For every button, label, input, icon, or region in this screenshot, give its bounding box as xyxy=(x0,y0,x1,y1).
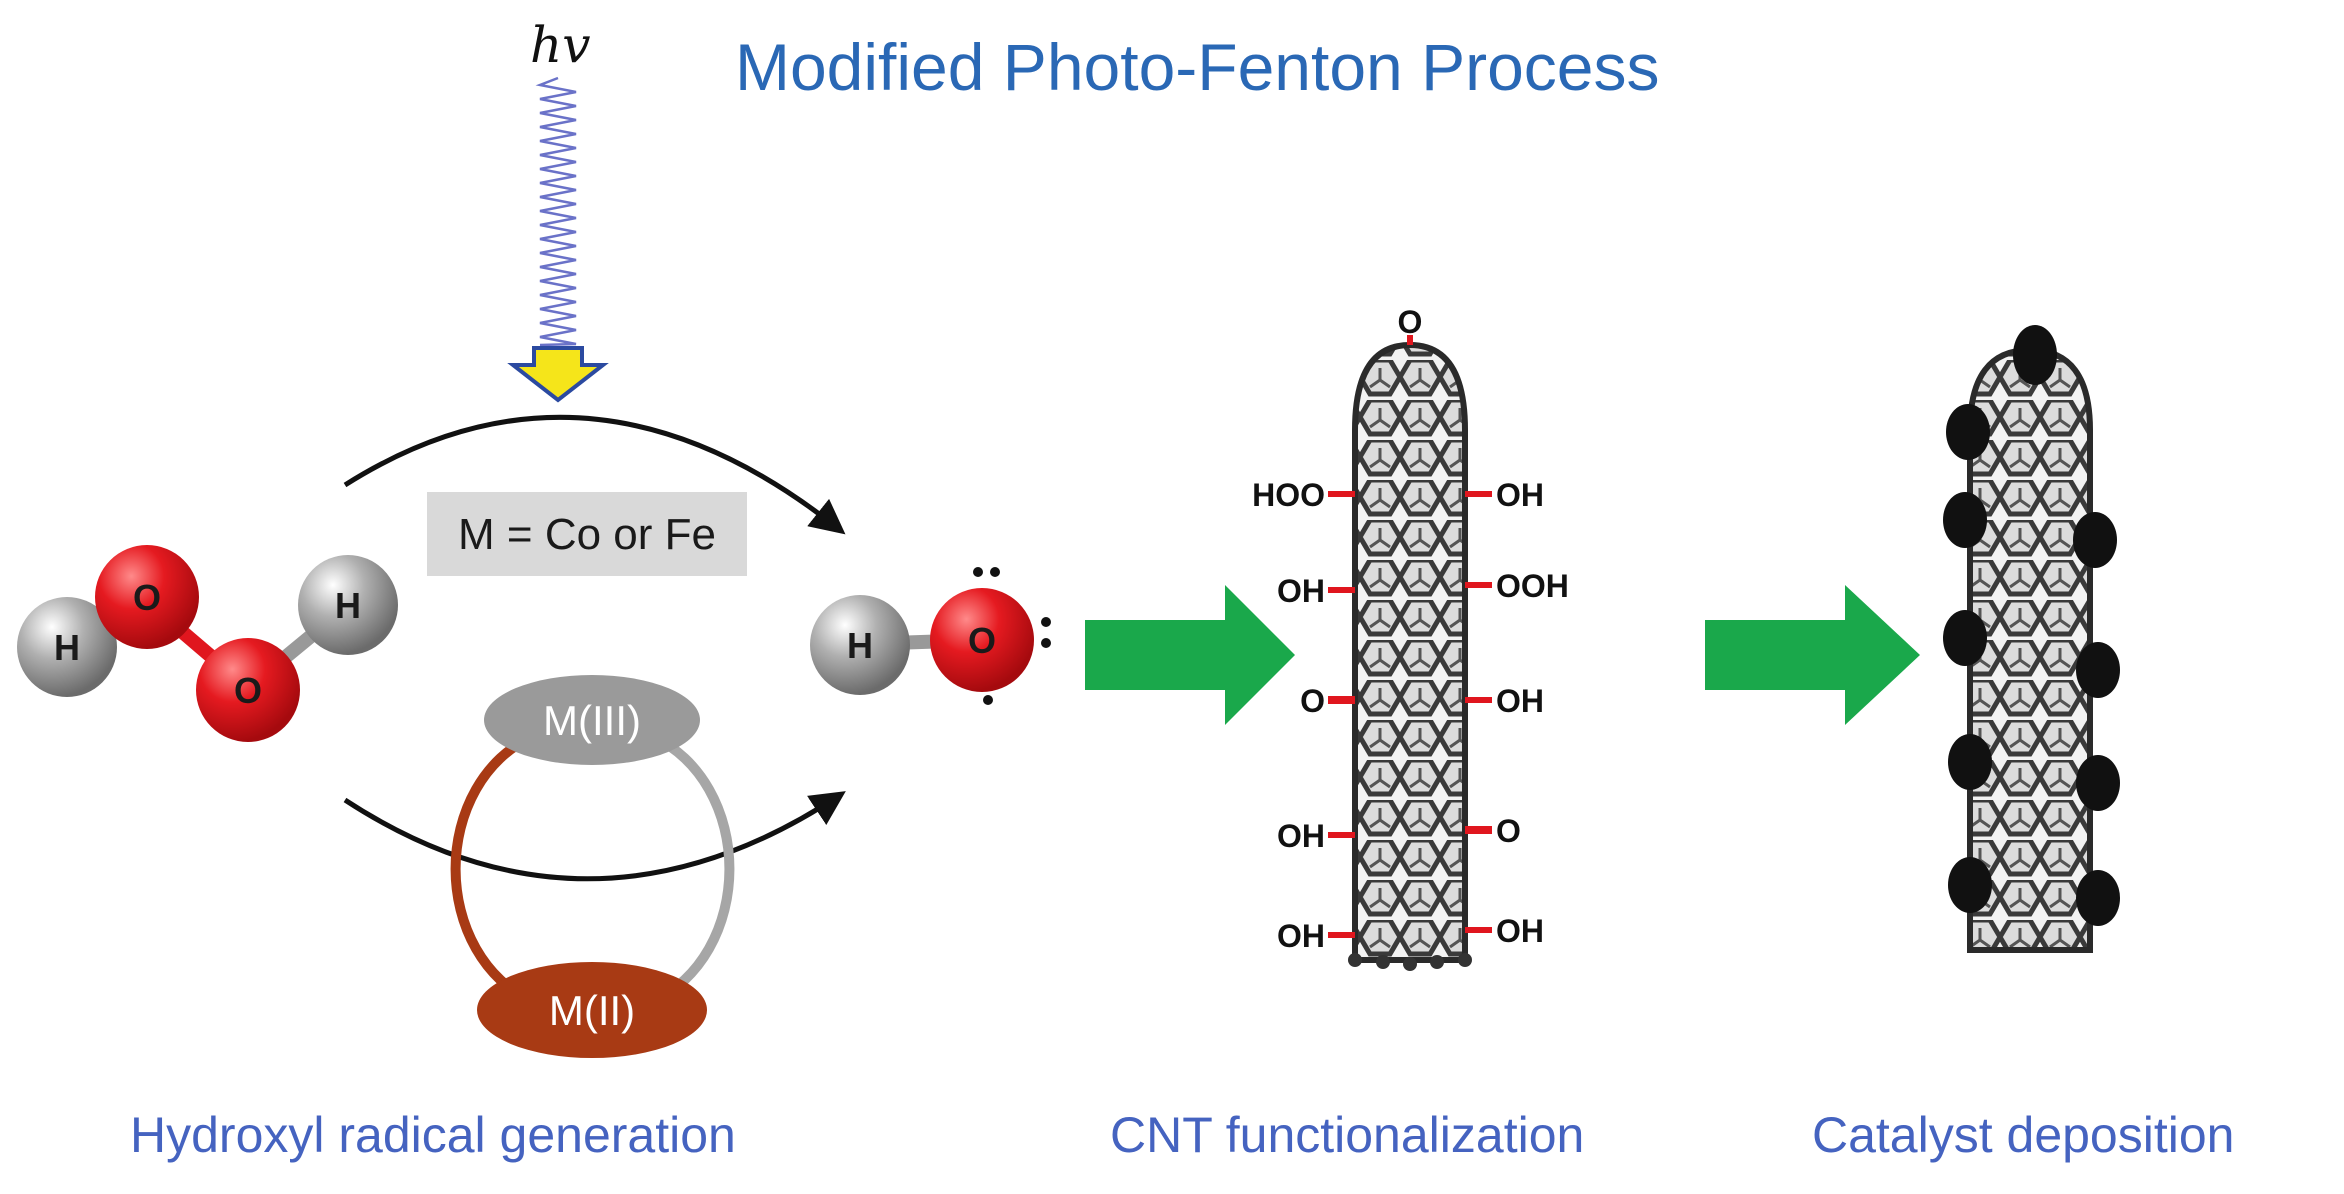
cnt-group-left-2: OH xyxy=(1277,573,1325,609)
caption-step-1: Hydroxyl radical generation xyxy=(130,1107,736,1163)
cnt-group-right-4: O xyxy=(1496,813,1521,849)
catalyst-particle xyxy=(1948,857,1992,913)
light-wave xyxy=(535,76,577,347)
oh-label-h: H xyxy=(847,625,873,666)
m2-ellipse xyxy=(477,962,707,1058)
catalyst-particle xyxy=(2013,325,2057,385)
caption-step-3: Catalyst deposition xyxy=(1812,1107,2234,1163)
process-arrow-2-icon xyxy=(1705,585,1920,725)
process-arrow-1-icon xyxy=(1085,585,1295,725)
cnt-group-right-3: OH xyxy=(1496,683,1544,719)
caption-step-2: CNT functionalization xyxy=(1110,1107,1584,1163)
functionalized-cnt: O HOO OH O OH OH OH OOH OH O OH xyxy=(1252,304,1569,971)
cnt-group-right-2: OOH xyxy=(1496,568,1569,604)
catalyst-particle xyxy=(1946,404,1990,460)
upper-reaction-arc xyxy=(343,414,846,535)
light-arrow-icon xyxy=(507,346,609,403)
light-label: hv xyxy=(530,16,590,74)
catalyst-particle xyxy=(2076,755,2120,811)
catalyst-particle xyxy=(2076,642,2120,698)
catalyst-deposited-cnt xyxy=(1943,325,2120,953)
cycle-arc-right xyxy=(652,733,735,1005)
oh-atom-h xyxy=(810,595,910,695)
lower-reaction-arc xyxy=(343,791,846,882)
radical-electron-dots xyxy=(973,567,1051,705)
catalyst-particle xyxy=(1943,492,1987,548)
catalyst-particle xyxy=(2073,512,2117,568)
oh-atom-o xyxy=(930,588,1034,692)
hydrogen-peroxide-molecule: H O O H xyxy=(17,545,398,742)
catalyst-box: M = Co or Fe xyxy=(427,492,747,576)
metal-redox-cycle: M(III) M(II) xyxy=(450,675,735,1058)
h2o2-atom-o2 xyxy=(196,638,300,742)
cnt-group-left-1: HOO xyxy=(1252,477,1325,513)
m3-ellipse xyxy=(484,675,700,765)
cnt-group-left-4: OH xyxy=(1277,818,1325,854)
light-wave-path xyxy=(535,76,577,347)
cnt-group-top: O xyxy=(1398,304,1423,340)
m2-label: M(II) xyxy=(549,987,635,1034)
cnt-group-left-3: O xyxy=(1300,683,1325,719)
catalyst-particle xyxy=(2076,870,2120,926)
cnt-group-left-5: OH xyxy=(1277,918,1325,954)
h2o2-atom-h2 xyxy=(298,555,398,655)
h2o2-label-o1: O xyxy=(133,577,161,618)
cnt-group-right-1: OH xyxy=(1496,477,1544,513)
h2o2-atom-o1 xyxy=(95,545,199,649)
h2o2-label-o2: O xyxy=(234,670,262,711)
catalyst-particle xyxy=(1948,734,1992,790)
h2o2-atom-h1 xyxy=(17,597,117,697)
hydroxyl-radical-molecule: H O xyxy=(810,567,1051,705)
catalyst-particles xyxy=(1943,325,2120,926)
catalyst-particle xyxy=(1943,610,1987,666)
m3-label: M(III) xyxy=(543,697,641,744)
h2o2-label-h2: H xyxy=(335,585,361,626)
catalyst-box-label: M = Co or Fe xyxy=(458,510,716,559)
page-title: Modified Photo-Fenton Process xyxy=(735,30,1659,104)
cycle-arc-left xyxy=(450,733,533,1005)
oh-label-o: O xyxy=(968,620,996,661)
h2o2-label-h1: H xyxy=(54,627,80,668)
cnt-group-right-5: OH xyxy=(1496,913,1544,949)
